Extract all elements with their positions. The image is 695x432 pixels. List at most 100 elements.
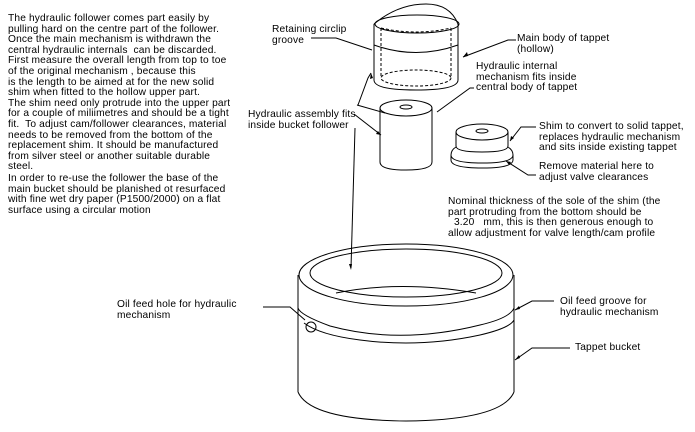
arrow-oil-groove xyxy=(515,306,520,310)
arrow-tappet-bucket xyxy=(515,355,520,360)
mechanism-top-hole xyxy=(399,104,413,110)
label-line: allow adjustment for valve length/cam pr… xyxy=(448,227,656,239)
shim-sole-bottom xyxy=(450,155,514,169)
label-line: inside bucket follower xyxy=(248,119,349,131)
label-line: Hydraulic internal xyxy=(476,61,558,72)
main-body-top-ellipse xyxy=(374,14,460,34)
label-oil-feed-hole: Oil feed hole for hydraulic mechanism xyxy=(117,299,237,321)
label-line: (hollow) xyxy=(517,43,554,55)
bucket-bottom xyxy=(297,391,515,422)
hydraulic-mechanism xyxy=(379,99,433,171)
label-main-body: Main body of tappet (hollow) xyxy=(517,33,610,55)
intro-line: The shim need only protrude into the upp… xyxy=(8,97,231,109)
label-line: Nominal thickness of the sole of the shi… xyxy=(448,196,661,207)
oil-feed-hole xyxy=(305,321,317,333)
label-line: replaces hydraulic mechanism xyxy=(539,131,681,143)
resurface-paragraph: In order to re-use the follower the base… xyxy=(8,173,226,216)
main-body-bottom xyxy=(373,79,459,91)
intro-line: is the length to be aimed at for the new… xyxy=(8,76,215,88)
intro-paragraph: The hydraulic follower comes part easily… xyxy=(8,13,231,173)
label-remove-material: Remove material here to adjust valve cle… xyxy=(539,161,654,183)
label-line: 3.20 mm, this is then generous enough to xyxy=(448,217,654,229)
leader-lines xyxy=(263,37,570,361)
label-line: central body of tappet xyxy=(476,82,578,94)
mechanism-bottom xyxy=(379,161,433,171)
intro-line: First measure the overall length from to… xyxy=(8,55,227,67)
oil-groove-upper xyxy=(297,307,515,336)
leader-oil-hole xyxy=(263,306,306,321)
label-line: Retaining circlip xyxy=(272,24,347,35)
label-nominal-thickness: Nominal thickness of the sole of the shi… xyxy=(448,196,661,239)
main-body-inner-top xyxy=(380,27,452,33)
label-line: part protruding from the bottom should b… xyxy=(448,206,642,218)
label-circlip-groove: Retaining circlip groove xyxy=(272,24,347,46)
label-line: hydraulic mechanism xyxy=(560,306,659,318)
intro-line: needs to be removed from the bottom of t… xyxy=(8,129,213,141)
leader-oil-groove xyxy=(514,300,554,311)
oil-groove-lower xyxy=(303,319,515,344)
solid-shim xyxy=(450,123,514,169)
bucket-inner-floor xyxy=(335,286,477,294)
label-line: mechanism xyxy=(117,309,171,321)
intro-line: central hydraulic internals can be disca… xyxy=(8,44,217,56)
resurface-line: main bucket should be planished ot resur… xyxy=(8,183,226,195)
leader-tappet-bucket xyxy=(514,347,570,361)
resurface-line: surface using a circular motion xyxy=(8,204,151,216)
label-oil-feed-groove: Oil feed groove for hydraulic mechanism xyxy=(560,296,659,318)
arrow-assembly-lower xyxy=(376,131,381,135)
tappet-main-body xyxy=(373,3,460,91)
label-line: mechanism fits inside xyxy=(476,71,577,83)
main-body-top-dome xyxy=(373,3,459,25)
resurface-line: In order to re-use the follower the base… xyxy=(8,173,219,184)
leader-circlip xyxy=(311,37,373,51)
shim-top-hole xyxy=(475,128,489,134)
arrow-shim xyxy=(510,136,514,141)
label-line: Shim to convert to solid tappet, xyxy=(539,121,684,132)
intro-line: Once the main mechanism is withdrawn the xyxy=(8,34,212,46)
leader-remove-material xyxy=(505,160,536,176)
arrow-main-body xyxy=(463,52,468,57)
shim-top xyxy=(455,123,509,141)
mechanism-top xyxy=(379,99,433,117)
circlip-groove-line xyxy=(373,44,459,53)
label-line: Main body of tappet xyxy=(517,33,610,44)
label-line: groove xyxy=(272,34,305,46)
label-line: and sits inside existing tappet xyxy=(539,142,677,154)
label-hydraulic-internal: Hydraulic internal mechanism fits inside… xyxy=(476,61,578,94)
label-shim: Shim to convert to solid tappet, replace… xyxy=(539,121,684,154)
intro-line: shim when fitted to the hollow upper par… xyxy=(8,87,201,99)
leader-assembly-connector xyxy=(356,104,386,114)
intro-line: from silver steel or another suitable du… xyxy=(8,150,211,162)
resurface-line: with fine wet dry paper (P1500/2000) on … xyxy=(8,194,221,206)
arrow-remove xyxy=(506,161,511,165)
intro-line: for a couple of miliimetres and should b… xyxy=(8,108,229,120)
arrow-bucket xyxy=(349,264,352,270)
leader-shim xyxy=(509,126,536,142)
main-body-inner-bottom xyxy=(380,69,452,87)
label-line: adjust valve clearances xyxy=(539,171,649,183)
label-line: Hydraulic assembly fits xyxy=(248,109,356,120)
label-hydraulic-assembly: Hydraulic assembly fits inside bucket fo… xyxy=(248,109,356,131)
leader-assembly-lower xyxy=(353,113,382,136)
intro-line: fit. To adjust cam/follower clearances, … xyxy=(8,118,227,130)
label-line: Remove material here to xyxy=(539,161,654,172)
intro-line: steel. xyxy=(8,161,34,173)
intro-line: of the original mechanism , because this xyxy=(8,65,196,77)
leader-assembly-upper xyxy=(357,72,372,106)
label-line: Oil feed groove for xyxy=(560,296,647,307)
intro-line: The hydraulic follower comes part easily… xyxy=(8,13,210,24)
intro-line: replacement shim. It should be manufactu… xyxy=(8,140,219,152)
shim-step xyxy=(455,145,509,153)
arrow-assembly-upper xyxy=(370,73,373,79)
intro-line: pulling hard on the centre part of the f… xyxy=(8,23,220,35)
label-line: Oil feed hole for hydraulic xyxy=(117,299,237,310)
leader-main-body xyxy=(462,39,516,58)
shim-sole-top xyxy=(450,146,514,164)
bucket-rim-inner xyxy=(309,248,503,298)
label-tappet-bucket: Tappet bucket xyxy=(575,342,641,354)
label-line: Tappet bucket xyxy=(575,342,641,353)
bucket-rim-outer xyxy=(298,243,514,307)
leader-assembly-bucket xyxy=(350,127,356,269)
leader-mechanism xyxy=(436,87,474,113)
